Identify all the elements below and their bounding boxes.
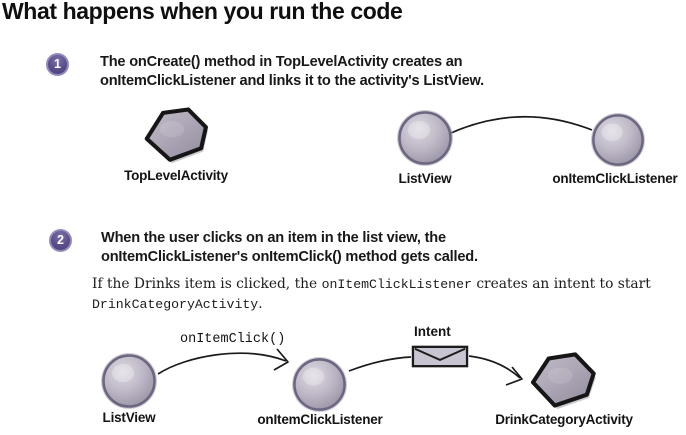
toplevelactivity-hexagon-icon <box>144 107 208 164</box>
page-title: What happens when you run the code <box>2 0 403 24</box>
intent-label: Intent <box>414 324 451 339</box>
step-2-line-1: When the user clicks on an item in the l… <box>101 230 446 246</box>
step-1-diagram: TopLevelActivity ListView onItemClickLis… <box>0 100 686 192</box>
listview-sphere-icon <box>397 110 453 166</box>
drinkcategoryactivity-label: DrinkCategoryActivity <box>495 412 633 427</box>
step-2-note: If the Drinks item is clicked, the onIte… <box>92 275 651 314</box>
onitemclicklistener-label: onItemClickListener <box>257 412 383 427</box>
intent-envelope-icon <box>411 345 469 368</box>
listview-label: ListView <box>398 171 452 186</box>
code-drinkcategoryactivity: DrinkCategoryActivity <box>92 296 259 312</box>
note-line-2: DrinkCategoryActivity. <box>92 295 263 312</box>
note-line-1: If the Drinks item is clicked, the onIte… <box>92 276 651 292</box>
listview-label: ListView <box>102 410 156 425</box>
code-onitemclicklistener: onItemClickListener <box>321 277 472 292</box>
drinkcategoryactivity-hexagon-icon <box>530 352 596 409</box>
step-2-badge: 2 <box>49 229 72 252</box>
step-2-text: When the user clicks on an item in the l… <box>101 229 478 266</box>
onitemclicklistener-label: onItemClickListener <box>552 171 678 186</box>
step-1-line-2: onItemClickListener and links it to the … <box>100 72 484 89</box>
onitemclicklistener-sphere-icon <box>291 356 348 413</box>
step-2-diagram: onItemClick() Intent ListView onItemClic… <box>0 318 686 435</box>
step-1-line-1: The onCreate() method in TopLevelActivit… <box>100 54 463 70</box>
onitemclicklistener-sphere-icon <box>590 112 646 168</box>
listview-sphere-icon <box>101 353 157 409</box>
onitemclick-arrow-label: onItemClick() <box>180 332 286 347</box>
step-1-badge: 1 <box>46 53 69 76</box>
flow-arrows-icon <box>157 348 523 386</box>
step-2-line-2: onItemClickListener's onItemClick() meth… <box>101 248 478 265</box>
step-1-text: The onCreate() method in TopLevelActivit… <box>100 53 484 90</box>
toplevelactivity-label: TopLevelActivity <box>124 168 228 183</box>
connector-curve-icon <box>450 115 593 134</box>
